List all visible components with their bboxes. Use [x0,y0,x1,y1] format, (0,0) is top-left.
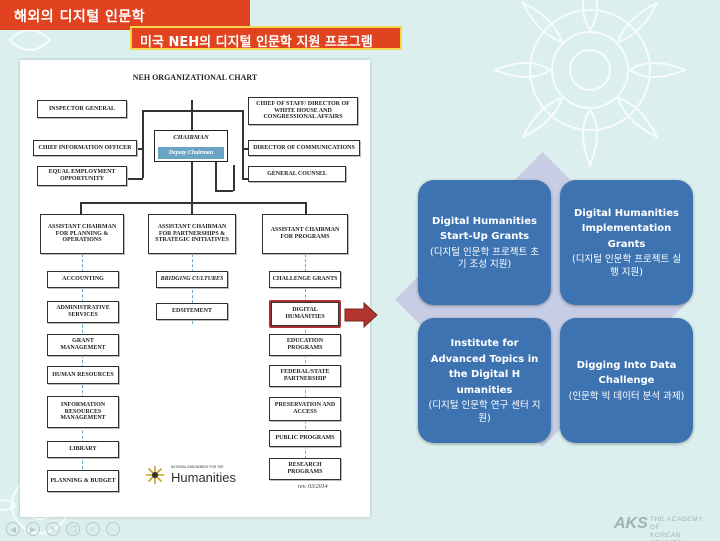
previous-icon[interactable]: ◀ [6,522,20,536]
grant-card-implementation: Digital Humanities Implementation Grants… [560,180,693,305]
grant-korean-label: (디지털 인문학 프로젝트 실행 지원) [572,254,681,278]
org-box-administrative-services: ADMINISTRATIVE SERVICES [47,301,119,323]
grant-card-start-up: Digital Humanities Start-Up Grants (디지털 … [418,180,551,305]
connector-line [242,110,244,178]
academy-logo: AKS THE ACADEMY OF KOREAN STUDIES [614,513,714,541]
next-icon[interactable]: ▶ [26,522,40,536]
org-box-planning-budget: PLANNING & BUDGET [47,470,119,492]
grant-card-digging-into-data: Digging Into Data Challenge (인문학 빅 데이터 분… [560,318,693,443]
connector-line [142,110,144,178]
grant-title: Digital Humanities Implementation Grants [574,207,679,250]
academy-line1: THE ACADEMY OF [650,516,704,532]
slide-title: 해외의 디지털 인문학 [14,9,146,25]
connector-line [242,178,248,180]
digital-humanities-highlight [269,300,341,328]
grant-card-institute: Institute for Advanced Topics in the Dig… [418,318,551,443]
connector-line [80,202,305,204]
deputy-chairman-label: Deputy Chairman [158,147,224,159]
org-box-general-counsel: GENERAL COUNSEL [248,166,346,182]
org-box-library: LIBRARY [47,441,119,458]
connector-line [191,162,193,188]
org-box-inspector-general: INSPECTOR GENERAL [37,100,127,118]
org-box-chairman: CHAIRMAN Deputy Chairman [154,130,228,162]
dashed-connector [305,254,306,474]
org-box-partnerships: ASSISTANT CHAIRMAN FOR PARTNERSHIPS & ST… [148,214,236,254]
slide-subtitle-bar: 미국 NEH의 디지털 인문학 지원 프로그램 [130,26,402,50]
org-box-director-of-communications: DIRECTOR OF COMMUNICATIONS [248,140,360,156]
connector-line [80,202,82,214]
academy-logo-text: THE ACADEMY OF KOREAN STUDIES [650,516,714,541]
academy-logo-mark: AKS [614,515,648,532]
connector-line [305,202,307,214]
neh-logo-mark-icon [146,466,164,484]
org-box-edsitement: EDSITEMENT [156,303,228,320]
menu-icon[interactable]: ⋯ [106,522,120,536]
org-box-preservation-access: PRESERVATION AND ACCESS [269,397,341,421]
connector-line [233,165,235,191]
org-box-bridging-cultures: BRIDGING CULTURES [156,271,228,288]
grant-title: Digital Humanities Start-Up Grants [432,215,537,243]
grant-title: Institute for Advanced Topics in the Dig… [430,338,539,396]
neh-logo-wordmark: Humanities [171,470,237,485]
chairman-label: CHAIRMAN [173,134,209,141]
org-box-digital-humanities: DIGITAL HUMANITIES [271,302,339,326]
pen-icon[interactable]: ✎ [46,522,60,536]
search-icon[interactable]: ⌕ [86,522,100,536]
connector-line [126,178,143,180]
grant-korean-label: (디지털 인문학 연구 센터 지원) [428,400,541,424]
connector-line [191,188,193,214]
org-box-public-programs: PUBLIC PROGRAMS [269,430,341,447]
right-arrow-icon [344,302,378,328]
revision-date: rev. 03/2014 [298,484,328,490]
slide-subtitle: 미국 NEH의 디지털 인문학 지원 프로그램 [140,35,373,50]
org-box-human-resources: HUMAN RESOURCES [47,366,119,384]
slide-title-bar: 해외의 디지털 인문학 [0,0,250,30]
org-chart-figure: NEH ORGANIZATIONAL CHART INSPECTOR GENER… [20,60,370,517]
org-chart-title: NEH ORGANIZATIONAL CHART [132,73,258,82]
org-box-equal-employment: EQUAL EMPLOYMENT OPPORTUNITY [37,166,127,186]
org-box-chief-of-staff: CHIEF OF STAFF/ DIRECTOR OF WHITE HOUSE … [248,97,358,125]
org-box-research-programs: RESEARCH PROGRAMS [269,458,341,480]
grant-title: Digging Into Data Challenge [576,359,677,387]
org-box-programs: ASSISTANT CHAIRMAN FOR PROGRAMS [262,214,348,254]
org-box-grant-management: GRANT MANAGEMENT [47,334,119,356]
org-box-planning-operations: ASSISTANT CHAIRMAN FOR PLANNING & OPERAT… [40,214,124,254]
connector-line [215,190,233,192]
org-box-federal-state-partnership: FEDERAL/STATE PARTNERSHIP [269,365,341,387]
connector-line [191,100,193,130]
connector-line [242,148,248,150]
academy-line2: KOREAN STUDIES [650,532,682,541]
grant-korean-label: (인문학 빅 데이터 분석 과제) [568,390,685,402]
slide-navigation: ◀ ▶ ✎ ❐ ⌕ ⋯ [6,522,120,536]
dashed-connector [192,254,193,324]
org-box-education-programs: EDUCATION PROGRAMS [269,334,341,356]
connector-line [142,110,242,112]
neh-logo: NATIONAL ENDOWMENT FOR THE Humanities [144,464,264,486]
connector-line [215,162,217,190]
org-box-challenge-grants: CHALLENGE GRANTS [269,271,341,288]
grant-korean-label: (디지털 인문학 프로젝트 초기 조성 지원) [430,246,539,270]
org-box-information-resources: INFORMATION RESOURCES MANAGEMENT [47,396,119,428]
copy-icon[interactable]: ❐ [66,522,80,536]
org-box-chief-information-officer: CHIEF INFORMATION OFFICER [33,140,137,156]
org-box-accounting: ACCOUNTING [47,271,119,288]
neh-logo-small-text: NATIONAL ENDOWMENT FOR THE [171,465,224,469]
